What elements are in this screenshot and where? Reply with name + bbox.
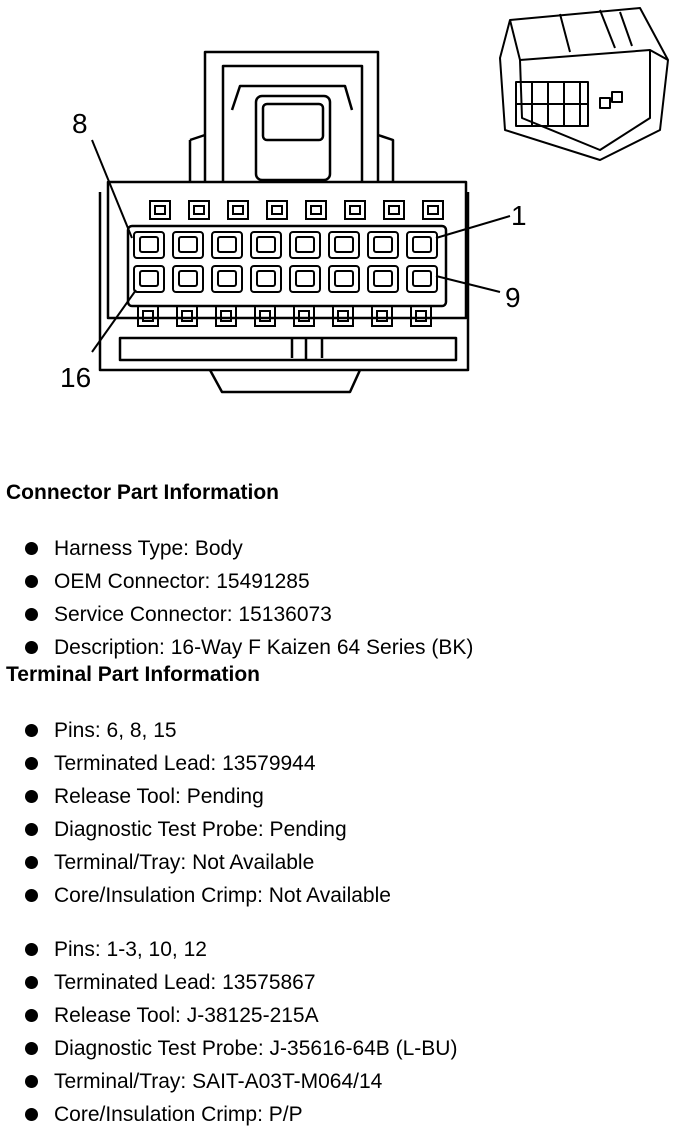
terminal-cavity-inner xyxy=(295,270,315,287)
terminal-cavity-inner xyxy=(412,270,432,287)
list-item: Diagnostic Test Probe: J-35616-64B (L-BU… xyxy=(0,1032,688,1065)
terminal-cavity xyxy=(172,231,204,259)
latch-slot-inner xyxy=(388,205,400,215)
latch-slot-inner xyxy=(232,205,244,215)
terminal-cavity-inner xyxy=(334,270,354,287)
terminal-cavity xyxy=(289,265,321,293)
terminal-cavity-inner xyxy=(256,236,276,253)
list-item: Harness Type: Body xyxy=(0,532,688,565)
latch-slot-inner xyxy=(337,310,349,322)
terminal-group-2-list: Pins: 1-3, 10, 12 Terminated Lead: 13575… xyxy=(0,933,688,1131)
list-item: Release Tool: J-38125-215A xyxy=(0,999,688,1032)
list-item: Core/Insulation Crimp: Not Available xyxy=(0,879,688,912)
connector-face-drawing xyxy=(91,7,669,394)
terminal-cavity xyxy=(328,231,360,259)
terminal-cavity xyxy=(250,265,282,293)
latch-slot xyxy=(293,305,315,327)
terminal-cavity xyxy=(367,265,399,293)
terminal-cavity xyxy=(328,265,360,293)
terminal-cavity-inner xyxy=(334,236,354,253)
latch-slot-inner xyxy=(376,310,388,322)
terminal-cavity xyxy=(133,265,165,293)
terminal-cavity-inner xyxy=(217,236,237,253)
latch-slot-inner xyxy=(193,205,205,215)
latch-slot-inner xyxy=(220,310,232,322)
terminal-cavity xyxy=(211,265,243,293)
latch-slot-inner xyxy=(271,205,283,215)
latch-slot-inner xyxy=(181,310,193,322)
list-item: OEM Connector: 15491285 xyxy=(0,565,688,598)
latch-slot xyxy=(137,305,159,327)
terminal-cavity-inner xyxy=(217,270,237,287)
latch-slot xyxy=(371,305,393,327)
list-item: Description: 16-Way F Kaizen 64 Series (… xyxy=(0,631,688,664)
latch-slot xyxy=(188,200,210,220)
terminal-info-heading: Terminal Part Information xyxy=(6,663,260,686)
list-item: Terminal/Tray: Not Available xyxy=(0,846,688,879)
terminal-cavity xyxy=(211,231,243,259)
terminal-cavity-inner xyxy=(295,236,315,253)
terminal-cavity-inner xyxy=(412,236,432,253)
list-item: Terminal/Tray: SAIT-A03T-M064/14 xyxy=(0,1065,688,1098)
latch-slot xyxy=(305,200,327,220)
latch-slot-inner xyxy=(310,205,322,215)
latch-slot xyxy=(344,200,366,220)
latch-slot-inner xyxy=(298,310,310,322)
terminal-cavity-inner xyxy=(256,270,276,287)
connector-info-heading: Connector Part Information xyxy=(6,481,280,504)
latch-slot xyxy=(254,305,276,327)
latch-slot xyxy=(227,200,249,220)
list-item: Terminated Lead: 13575867 xyxy=(0,966,688,999)
list-item: Diagnostic Test Probe: Pending xyxy=(0,813,688,846)
part-information: Connector Part Information Harness Type:… xyxy=(0,478,688,1131)
latch-slot-inner xyxy=(154,205,166,215)
terminal-cavity-inner xyxy=(139,236,159,253)
latch-slot-inner xyxy=(259,310,271,322)
callout-pin-9: 9 xyxy=(505,282,521,313)
list-item: Terminated Lead: 13579944 xyxy=(0,747,688,780)
terminal-cavity-inner xyxy=(178,270,198,287)
latch-slot-inner xyxy=(142,310,154,322)
latch-slot xyxy=(383,200,405,220)
terminal-cavity xyxy=(289,231,321,259)
terminal-cavity xyxy=(250,231,282,259)
latch-slot-inner xyxy=(349,205,361,215)
list-item: Pins: 1-3, 10, 12 xyxy=(0,933,688,966)
callout-pin-8: 8 xyxy=(72,108,88,139)
connector-info-list: Harness Type: Body OEM Connector: 154912… xyxy=(0,532,688,664)
latch-slot xyxy=(422,200,444,220)
callout-pin-16: 16 xyxy=(60,362,92,393)
terminal-cavity xyxy=(172,265,204,293)
list-item: Core/Insulation Crimp: P/P xyxy=(0,1098,688,1131)
terminal-cavity-inner xyxy=(373,236,393,253)
latch-slot xyxy=(149,200,171,220)
terminal-cavity xyxy=(406,265,438,293)
terminal-cavity xyxy=(367,231,399,259)
terminal-cavity-inner xyxy=(139,270,159,287)
terminal-cavity-inner xyxy=(373,270,393,287)
latch-slot xyxy=(410,305,432,327)
list-item: Release Tool: Pending xyxy=(0,780,688,813)
latch-slot-inner xyxy=(415,310,427,322)
terminal-cavity xyxy=(406,231,438,259)
latch-slot xyxy=(266,200,288,220)
terminal-cavity xyxy=(133,231,165,259)
callout-pin-1: 1 xyxy=(511,200,527,231)
list-item: Pins: 6, 8, 15 xyxy=(0,714,688,747)
list-item: Service Connector: 15136073 xyxy=(0,598,688,631)
latch-slot-inner xyxy=(427,205,439,215)
latch-slot xyxy=(332,305,354,327)
latch-slot xyxy=(176,305,198,327)
connector-diagram: 8 1 9 16 xyxy=(0,0,688,440)
latch-slot xyxy=(215,305,237,327)
terminal-cavity-inner xyxy=(178,236,198,253)
terminal-group-1-list: Pins: 6, 8, 15 Terminated Lead: 13579944… xyxy=(0,714,688,912)
